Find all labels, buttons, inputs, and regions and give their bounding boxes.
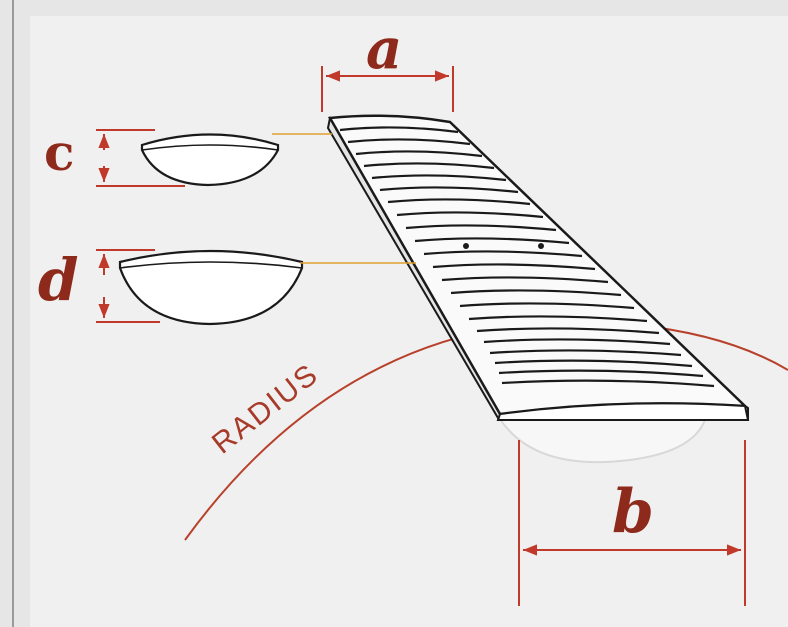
dimension-a-label: a <box>366 16 402 82</box>
frame-left-rule <box>12 0 14 627</box>
dimension-d <box>96 249 160 323</box>
dimension-c-label: c <box>44 123 74 182</box>
profile-d <box>118 249 304 326</box>
inlay-dot <box>463 243 469 249</box>
fret-lines <box>339 126 715 388</box>
dimension-d-label: d <box>38 246 79 314</box>
dimension-a <box>321 66 454 112</box>
dimension-b <box>518 440 746 606</box>
profile-c <box>140 133 280 187</box>
fingerboard <box>326 114 750 422</box>
dimension-c <box>96 129 185 187</box>
dimension-b-label: b <box>612 477 654 547</box>
radius-label: RADIUS <box>206 357 325 460</box>
inlay-dot <box>538 243 544 249</box>
